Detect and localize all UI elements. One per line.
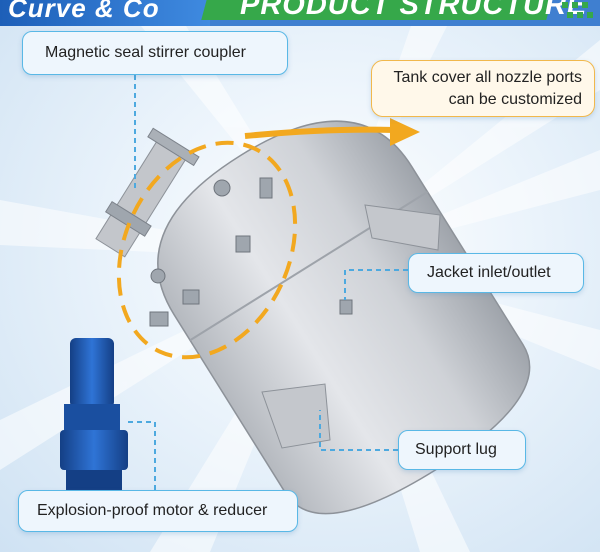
callout-motor-text: Explosion-proof motor & reducer — [37, 502, 268, 519]
callout-cover-text-2: can be customized — [448, 91, 582, 108]
decorative-dots-icon — [562, 2, 593, 18]
callout-lug-text: Support lug — [415, 441, 497, 458]
coupler-pipe — [95, 127, 200, 258]
callout-coupler-text: Magnetic seal stirrer coupler — [45, 44, 246, 61]
leader-line-motor — [125, 421, 156, 490]
leader-line-jacket — [344, 269, 408, 300]
callout-jacket: Jacket inlet/outlet — [408, 253, 584, 293]
brand-logo: Curve & Co — [0, 0, 210, 26]
explosion-proof-motor — [60, 338, 128, 490]
page-title: PRODUCT STRUCTURE — [240, 0, 588, 21]
support-lug-top — [364, 204, 441, 251]
callout-coupler: Magnetic seal stirrer coupler — [22, 31, 288, 75]
arrow-head-icon — [390, 118, 420, 146]
nozzles — [149, 177, 353, 327]
callout-cover-text-1: Tank cover all nozzle ports — [393, 69, 582, 86]
highlight-ellipse — [116, 140, 298, 360]
callout-cover: Tank cover all nozzle ports can be custo… — [371, 60, 595, 117]
brand-logo-text: Curve & Co — [8, 0, 160, 23]
callout-lug: Support lug — [398, 430, 526, 470]
callout-jacket-text: Jacket inlet/outlet — [427, 264, 551, 281]
arrow-icon — [244, 126, 396, 139]
support-lug-bottom — [261, 383, 331, 449]
callout-motor: Explosion-proof motor & reducer — [18, 490, 298, 532]
